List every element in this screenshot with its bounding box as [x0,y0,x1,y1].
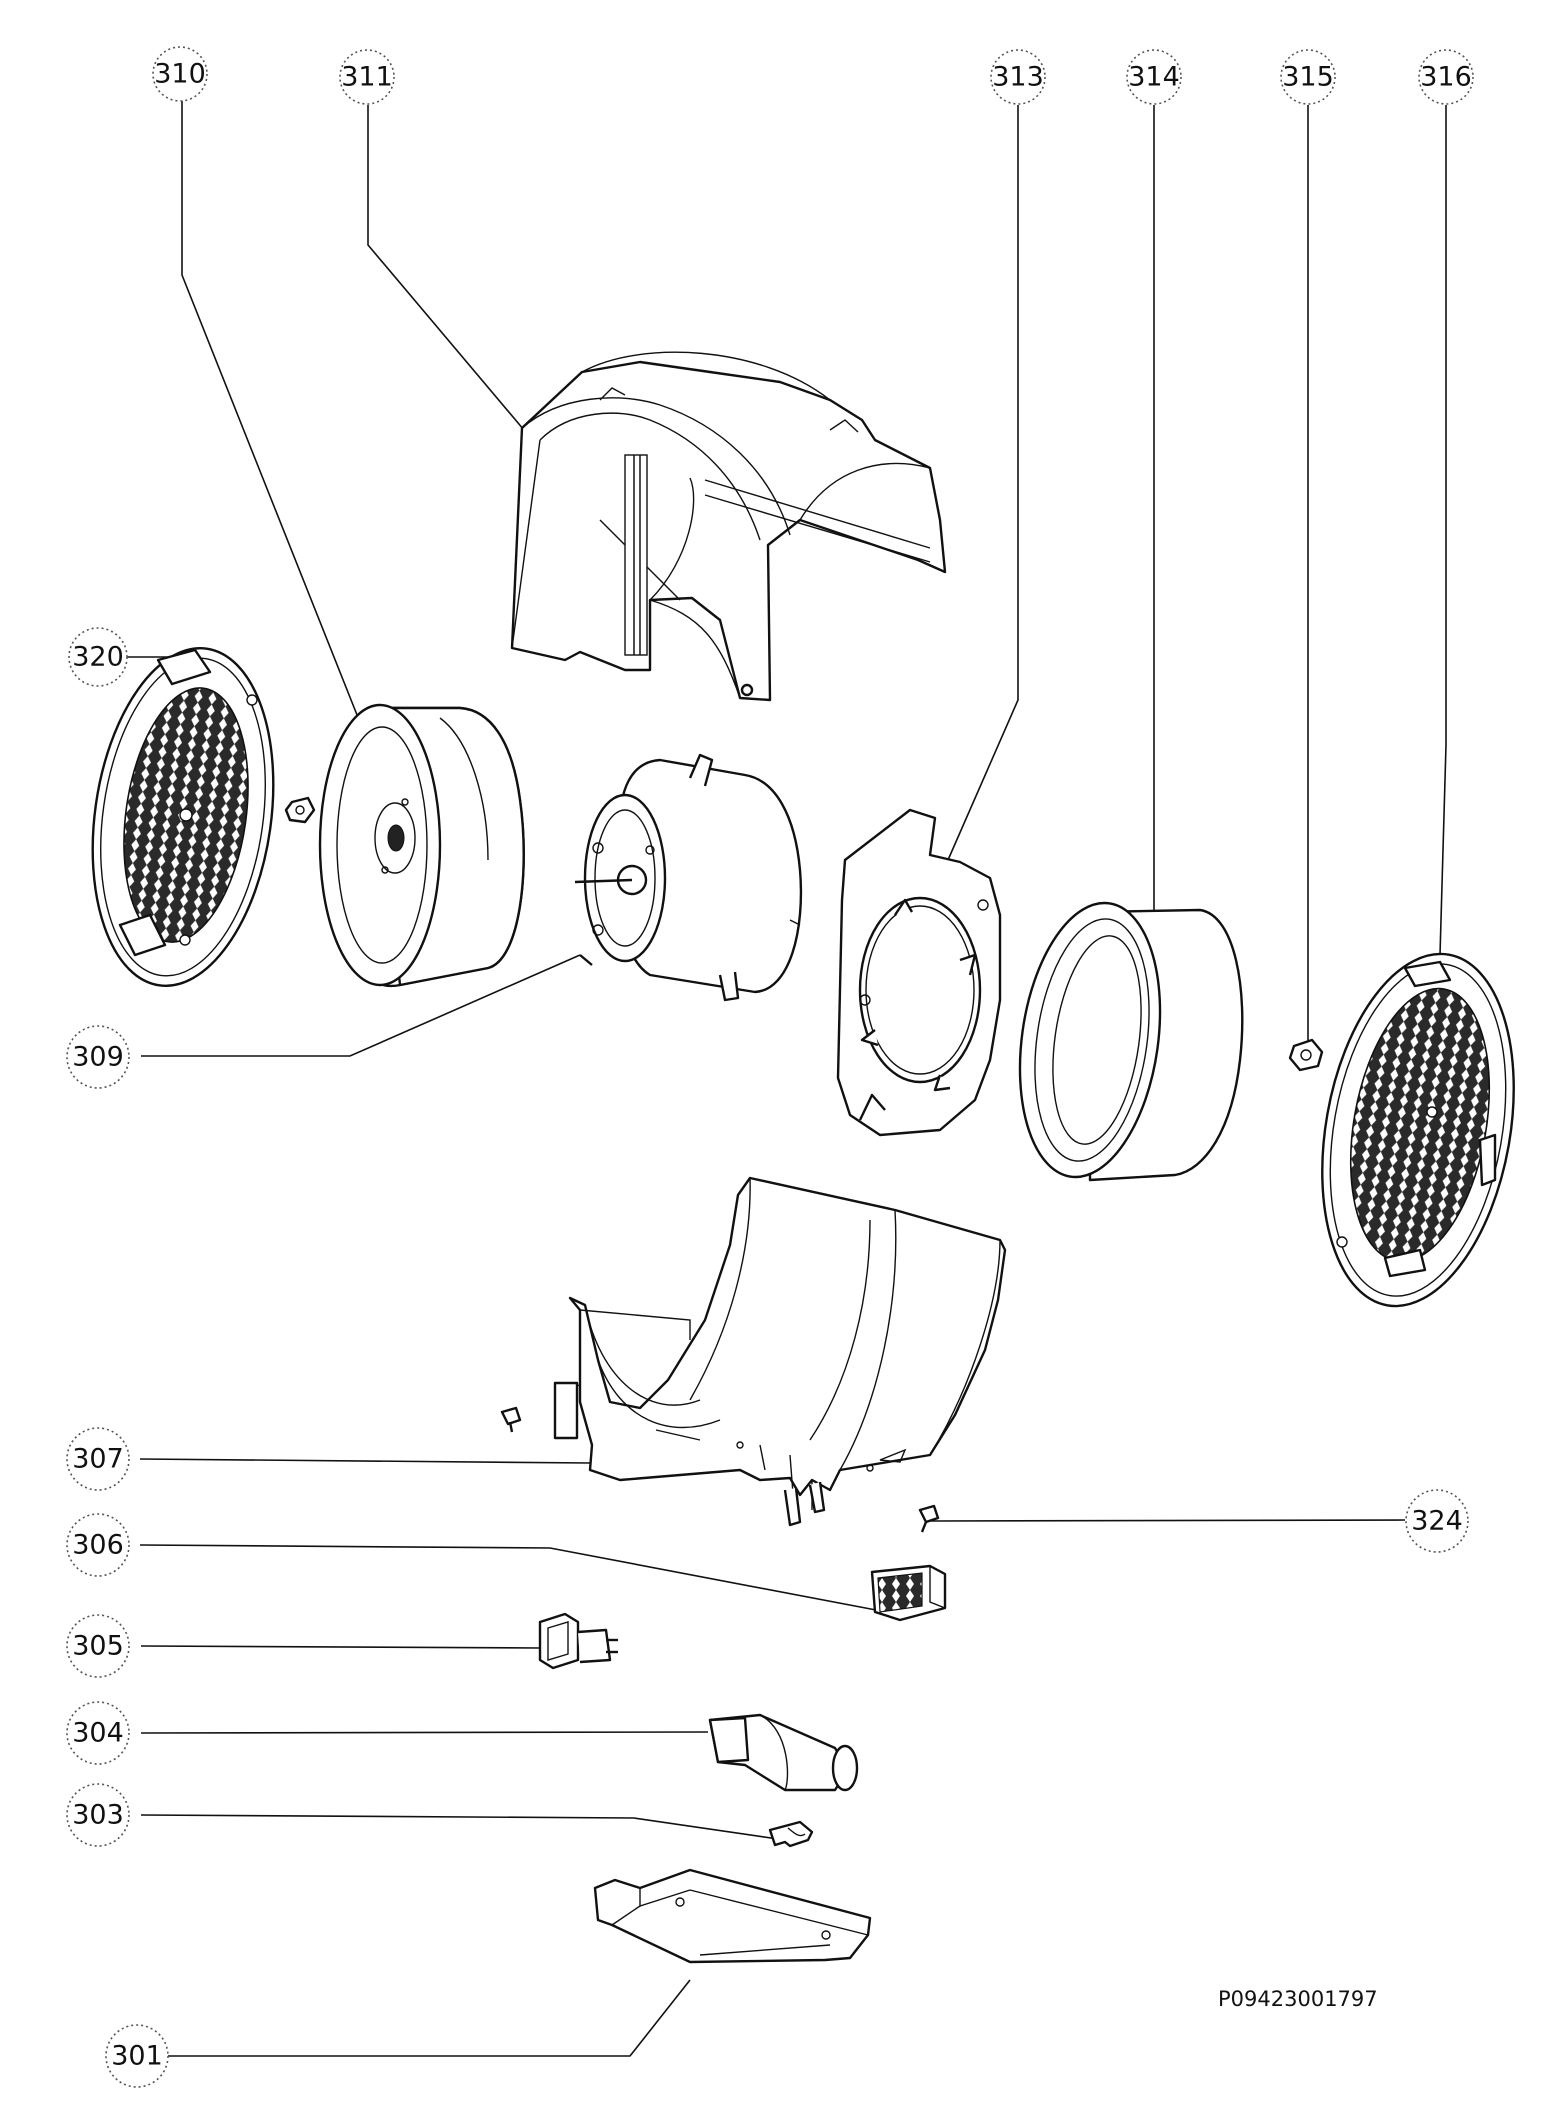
callout-314: 314 [1126,49,1182,105]
part-315-nut [1288,1038,1324,1072]
callout-313: 313 [990,49,1046,105]
callout-309: 309 [66,1025,130,1089]
leader-306 [139,1544,877,1611]
drawing-code: P09423001797 [1218,1987,1378,2011]
part-306-connector [870,1564,947,1622]
leader-305 [140,1645,541,1649]
leader-304 [140,1731,709,1734]
part-313-mounting-plate [836,808,1002,1137]
leader-316 [1439,105,1447,956]
callout-label-307: 307 [72,1444,124,1475]
part-324-screw [918,1504,940,1533]
leader-310 [181,101,366,736]
leader-307 [139,1458,592,1464]
leader-324 [929,1519,1406,1522]
callout-304: 304 [66,1701,130,1765]
part-304-capacitor [708,1713,859,1792]
part-320-left-grille [91,647,275,987]
callout-315: 315 [1280,49,1336,105]
callout-316: 316 [1418,49,1474,105]
part-303-clip [768,1820,814,1848]
callout-310: 310 [152,46,208,102]
part-307-lower-housing [553,1176,1007,1527]
leader-303 [140,1814,786,1841]
callout-label-314: 314 [1128,62,1180,93]
callout-label-305: 305 [72,1631,124,1662]
callout-324: 324 [1405,1489,1469,1553]
callout-label-320: 320 [72,642,124,673]
callout-label-316: 316 [1420,62,1472,93]
leader-lines [127,101,1447,2057]
part-305-plug [538,1612,618,1670]
callout-label-304: 304 [72,1718,124,1749]
part-316-right-grille [1321,952,1515,1308]
leader-309 [141,954,581,1057]
callout-label-306: 306 [72,1530,124,1561]
part-314-right-impeller [1018,901,1244,1182]
callout-label-303: 303 [72,1800,124,1831]
callout-320: 320 [68,627,128,687]
callout-301: 301 [105,2024,169,2088]
part-screw-left [500,1406,522,1433]
leader-311 [367,105,525,431]
callout-label-301: 301 [111,2041,163,2072]
callout-303: 303 [66,1783,130,1847]
leader-301 [167,1979,691,2057]
callout-label-313: 313 [992,62,1044,93]
callout-label-310: 310 [154,59,206,90]
callout-label-315: 315 [1282,62,1334,93]
callout-305: 305 [66,1614,130,1678]
callout-307: 307 [66,1427,130,1491]
part-310-left-impeller [318,703,525,988]
callout-306: 306 [66,1513,130,1577]
part-nut-left [284,796,316,824]
callout-label-311: 311 [341,62,393,93]
callout-label-309: 309 [72,1042,124,1073]
part-309-motor [574,753,803,1002]
part-301-cover-plate [593,1868,872,1964]
callout-label-324: 324 [1411,1506,1463,1537]
callout-311: 311 [339,49,395,105]
part-311-upper-housing [510,351,947,702]
leader-313 [947,105,1019,861]
